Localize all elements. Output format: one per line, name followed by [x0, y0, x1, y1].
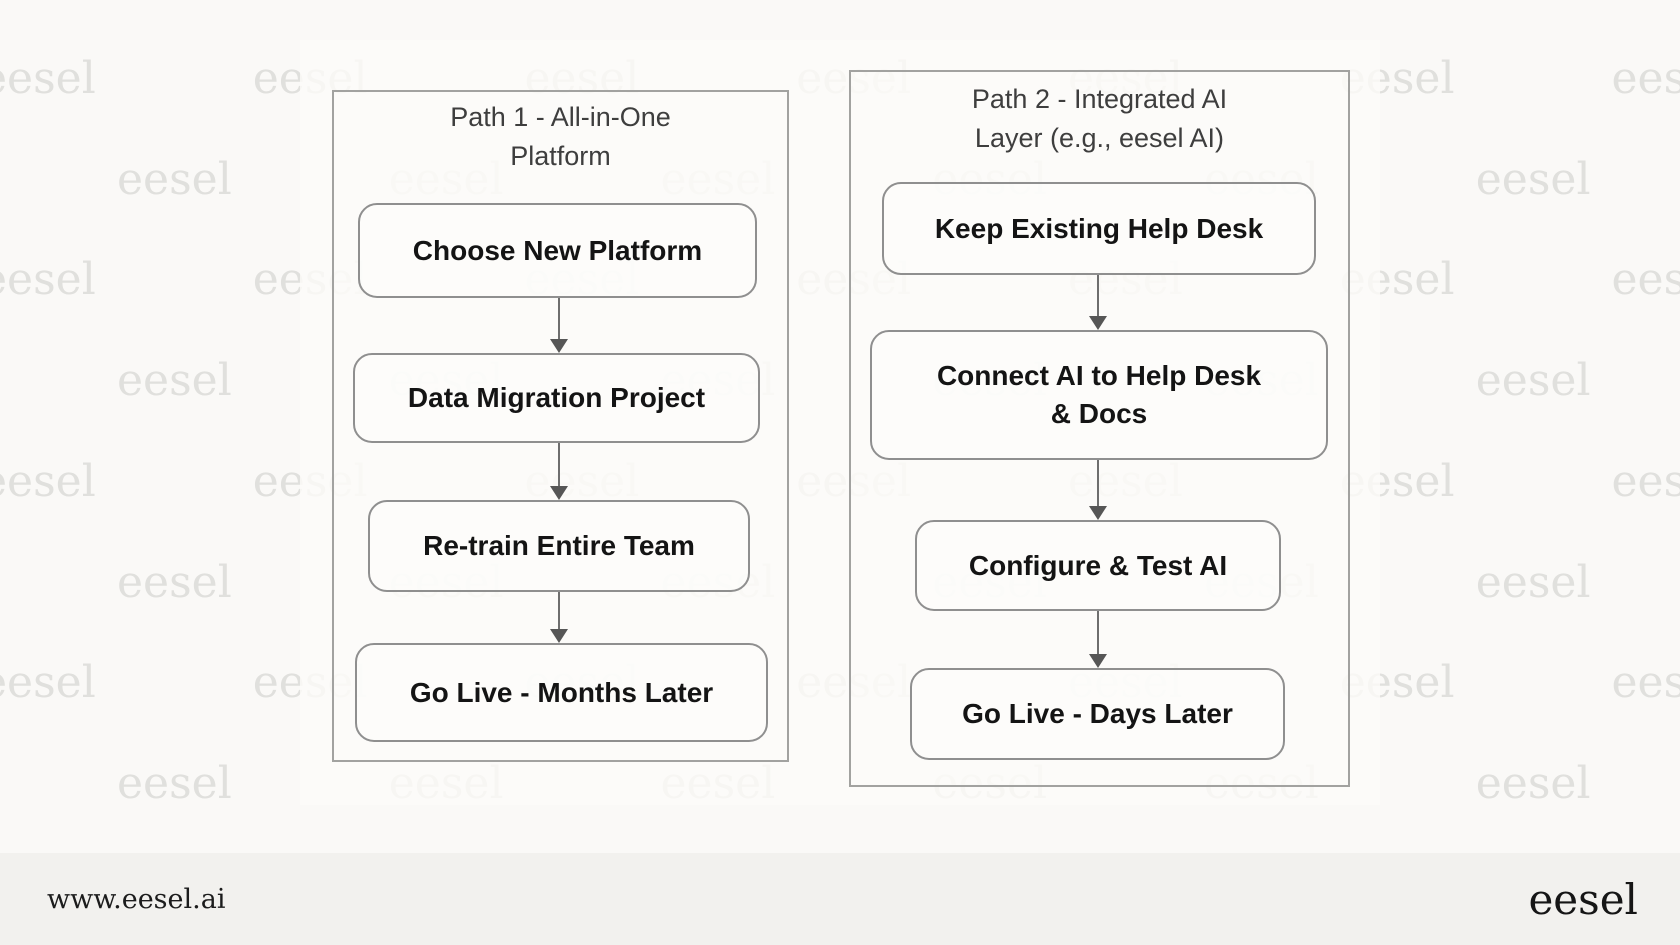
arrow-down-icon — [1089, 316, 1107, 330]
arrow-down-icon — [550, 629, 568, 643]
watermark-text: eesel — [117, 153, 232, 205]
path1-step4-box: Go Live - Months Later — [355, 643, 768, 742]
path2-step4-box: Go Live - Days Later — [910, 668, 1285, 760]
path1-step3-label: Re-train Entire Team — [423, 530, 695, 561]
eesel-logo: eesel — [1528, 874, 1638, 924]
path2-step2-label: Connect AI to Help Desk & Docs — [936, 360, 1262, 429]
path1-arrow-2 — [549, 443, 569, 500]
watermark-text: eesel — [1611, 53, 1680, 104]
arrow-line — [558, 443, 560, 489]
path1-step4-label: Go Live - Months Later — [409, 676, 714, 708]
path-2-panel: Path 2 - Integrated AI Layer (e.g., eese… — [849, 70, 1350, 787]
footer-website-text: www.eesel.ai — [47, 883, 226, 915]
path2-step4-label: Go Live - Days Later — [962, 698, 1233, 729]
arrow-down-icon — [1089, 654, 1107, 668]
arrow-line — [1097, 275, 1099, 319]
watermark-text: eesel — [1475, 355, 1591, 407]
arrow-line — [558, 592, 560, 632]
watermark-text: eesel — [1611, 254, 1680, 306]
path-2-title-text: Path 2 - Integrated AI Layer (e.g., eese… — [971, 84, 1228, 153]
watermark-text: eesel — [0, 657, 96, 709]
arrow-down-icon — [1089, 506, 1107, 520]
watermark-text: eesel — [1475, 757, 1591, 809]
arrow-down-icon — [550, 486, 568, 500]
arrow-line — [1097, 460, 1099, 509]
path-1-panel: Path 1 - All-in-One Platform Choose New … — [332, 90, 789, 762]
path-2-title: Path 2 - Integrated AI Layer (e.g., eese… — [851, 80, 1348, 158]
path-1-title-text: Path 1 - All-in-One Platform — [450, 102, 671, 171]
path2-step1-box: Keep Existing Help Desk — [882, 182, 1316, 275]
watermark-text: eesel — [0, 254, 96, 306]
footer: www.eesel.ai eesel — [0, 853, 1680, 945]
path1-step1-label: Choose New Platform — [412, 234, 703, 266]
watermark-text: eesel — [1611, 455, 1680, 507]
watermark-text: eesel — [117, 757, 232, 809]
path2-arrow-3 — [1088, 611, 1108, 668]
path-1-title: Path 1 - All-in-One Platform — [334, 98, 787, 176]
path2-step2-box: Connect AI to Help Desk & Docs — [870, 330, 1328, 460]
arrow-line — [558, 298, 560, 342]
watermark-text: eesel — [0, 455, 96, 507]
path2-arrow-1 — [1088, 275, 1108, 330]
path2-arrow-2 — [1088, 460, 1108, 520]
path1-step2-box: Data Migration Project — [353, 353, 760, 443]
watermark-text: eesel — [1475, 153, 1591, 205]
watermark-text: eesel — [1475, 556, 1591, 608]
watermark-text: eesel — [117, 355, 232, 407]
arrow-down-icon — [550, 339, 568, 353]
arrow-line — [1097, 611, 1099, 657]
path1-arrow-3 — [549, 592, 569, 643]
watermark-text: eesel — [117, 556, 232, 608]
watermark-text: eesel — [0, 53, 96, 104]
watermark-text: eesel — [1611, 657, 1680, 709]
path2-step1-label: Keep Existing Help Desk — [934, 212, 1264, 244]
path2-step3-label: Configure & Test AI — [968, 549, 1228, 581]
path2-step3-box: Configure & Test AI — [915, 520, 1281, 611]
path1-step1-box: Choose New Platform — [358, 203, 757, 298]
path1-step2-label: Data Migration Project — [407, 382, 706, 413]
path1-arrow-1 — [549, 298, 569, 353]
path1-step3-box: Re-train Entire Team — [368, 500, 750, 592]
